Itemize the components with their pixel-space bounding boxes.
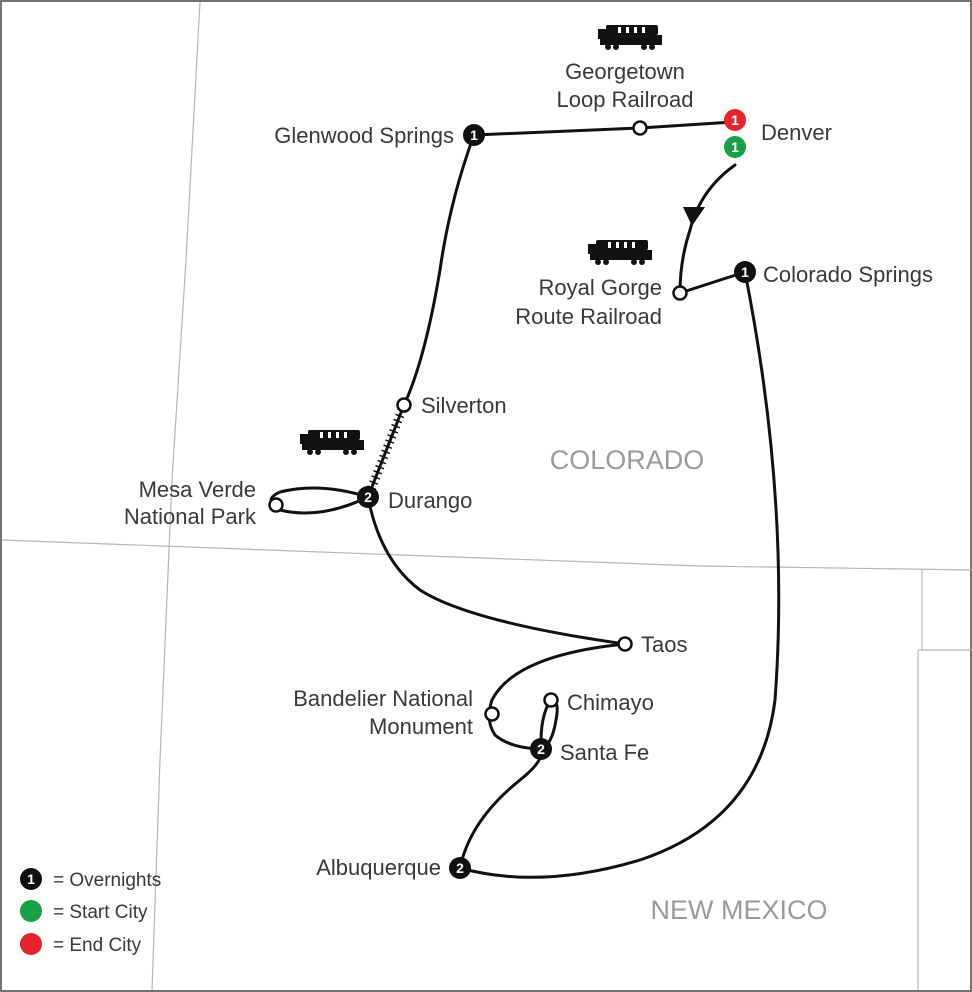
train-icon	[300, 430, 364, 455]
city-label-silverton: Silverton	[421, 393, 507, 418]
rail-silverton-durango	[363, 403, 409, 499]
city-label-royal-gorge-line2: Route Railroad	[515, 304, 662, 329]
stop-marker-chimayo	[543, 692, 559, 708]
route-denver-royalgorge	[678, 163, 737, 295]
legend-start-label: = Start City	[53, 902, 148, 923]
nights-santa-fe: 2	[537, 741, 545, 757]
city-label-denver: Denver	[761, 120, 832, 145]
nights-denver-start: 1	[731, 139, 739, 155]
city-label-colorado-springs: Colorado Springs	[763, 262, 933, 287]
city-label-albuquerque: Albuquerque	[316, 855, 441, 880]
city-label-santa-fe: Santa Fe	[560, 740, 649, 765]
stop-marker-georgetown	[632, 120, 648, 136]
city-label-georgetown-line2: Loop Railroad	[557, 87, 694, 112]
stop-marker-bandelier	[484, 706, 500, 722]
legend-end-label: = End City	[53, 935, 142, 956]
nights-albuquerque: 2	[456, 860, 464, 876]
route-cosprings-albuquerque	[458, 270, 781, 879]
end-marker-denver: 1	[724, 109, 746, 131]
city-label-mesa-verde-line1: Mesa Verde	[139, 477, 256, 502]
overnight-marker-colorado-springs: 1	[734, 261, 756, 283]
nights-durango: 2	[364, 489, 372, 505]
city-label-royal-gorge-line1: Royal Gorge	[538, 275, 662, 300]
nights-colorado-springs: 1	[741, 264, 749, 280]
city-label-bandelier-line2: Monument	[369, 714, 473, 739]
city-label-taos: Taos	[641, 632, 687, 657]
route-royalgorge-cosprings	[678, 270, 747, 295]
stop-marker-royal-gorge	[672, 285, 688, 301]
border-co-nm	[1, 539, 972, 571]
overnight-marker-santa-fe: 2	[530, 738, 552, 760]
train-icon	[588, 240, 652, 265]
route-albuquerque-santafe	[458, 747, 544, 870]
nights-glenwood: 1	[470, 127, 478, 143]
border-west	[151, 1, 201, 991]
state-label-colorado: COLORADO	[550, 445, 705, 475]
city-label-mesa-verde-line2: National Park	[124, 504, 257, 529]
city-label-chimayo: Chimayo	[567, 690, 654, 715]
legend-overnights-symbol: 1	[27, 871, 35, 887]
direction-arrow	[683, 207, 705, 226]
stop-marker-taos	[617, 636, 633, 652]
legend-overnights-icon: 1	[20, 868, 42, 890]
city-label-bandelier-line1: Bandelier National	[293, 686, 473, 711]
route-mesaverde-loop	[269, 486, 370, 515]
stop-marker-mesa-verde	[268, 497, 284, 513]
route-taos-durango	[366, 495, 627, 646]
train-icon	[598, 25, 662, 50]
legend: 1 = Overnights = Start City = End City	[20, 868, 161, 956]
overnight-marker-albuquerque: 2	[449, 857, 471, 879]
state-label-new-mexico: NEW MEXICO	[650, 895, 827, 925]
city-label-georgetown-line1: Georgetown	[565, 59, 685, 84]
overnight-marker-glenwood: 1	[463, 124, 485, 146]
legend-end-icon	[20, 933, 42, 955]
route-glenwood-silverton	[402, 133, 476, 407]
route-glenwood-denver	[472, 120, 735, 137]
start-marker-denver: 1	[724, 136, 746, 158]
route	[269, 120, 781, 879]
city-label-glenwood-springs: Glenwood Springs	[274, 123, 454, 148]
legend-overnights-label: = Overnights	[53, 870, 161, 891]
legend-start-icon	[20, 900, 42, 922]
stop-marker-silverton	[396, 397, 412, 413]
city-label-durango: Durango	[388, 488, 472, 513]
overnight-marker-durango: 2	[357, 486, 379, 508]
nights-denver-end: 1	[731, 112, 739, 128]
